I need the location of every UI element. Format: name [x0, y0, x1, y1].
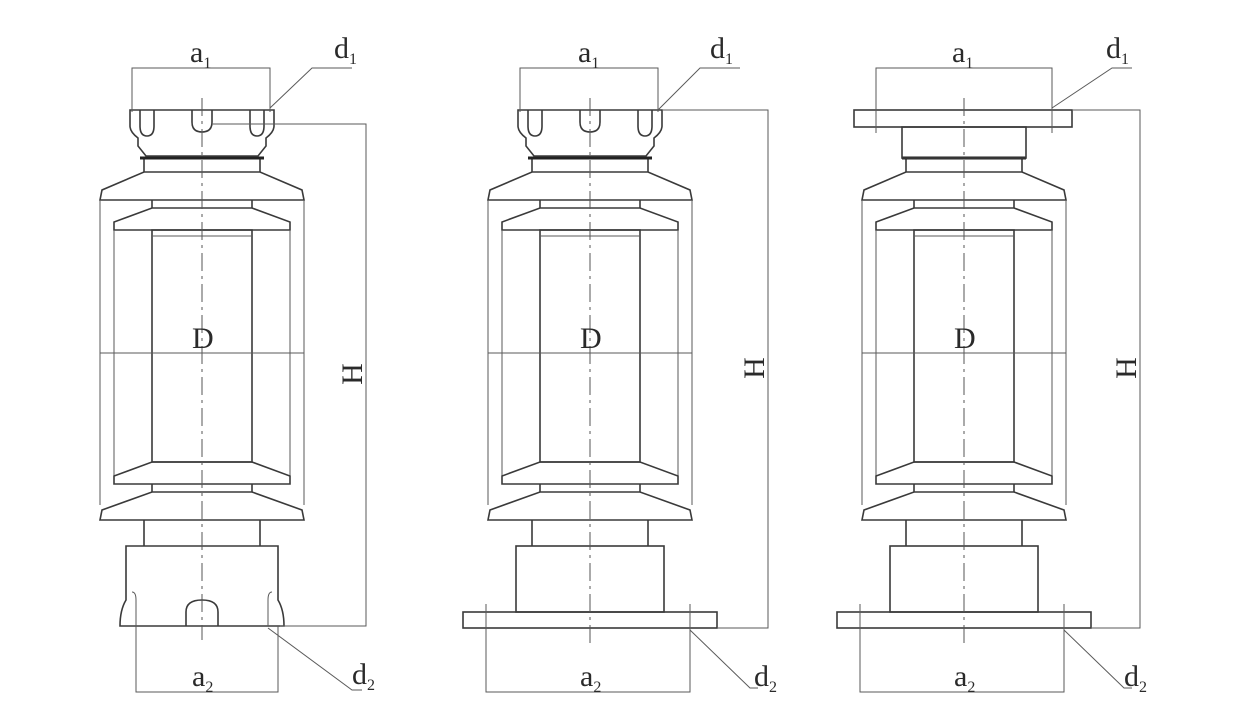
label-D: D — [192, 322, 214, 355]
label-d2: d2 — [754, 660, 777, 696]
label-d2: d2 — [352, 658, 375, 694]
insulator-view-1: a1 d1 D H a2 d2 — [98, 32, 375, 696]
label-D: D — [954, 322, 976, 355]
label-d1: d1 — [334, 32, 357, 68]
label-d1: d1 — [710, 32, 733, 68]
label-d2: d2 — [1124, 660, 1147, 696]
label-a2: a2 — [954, 660, 975, 696]
label-d1: d1 — [1106, 32, 1129, 68]
label-a1: a1 — [190, 36, 211, 72]
label-H: H — [738, 357, 771, 379]
label-a1: a1 — [578, 36, 599, 72]
label-H: H — [336, 363, 369, 385]
label-a2: a2 — [580, 660, 601, 696]
label-D: D — [580, 322, 602, 355]
label-a1: a1 — [952, 36, 973, 72]
label-H: H — [1110, 357, 1143, 379]
label-a2: a2 — [192, 660, 213, 696]
insulator-view-3: a1 d1 D H a2 d2 — [836, 32, 1147, 696]
insulator-view-2: a1 d1 D H a2 d2 — [462, 32, 777, 696]
